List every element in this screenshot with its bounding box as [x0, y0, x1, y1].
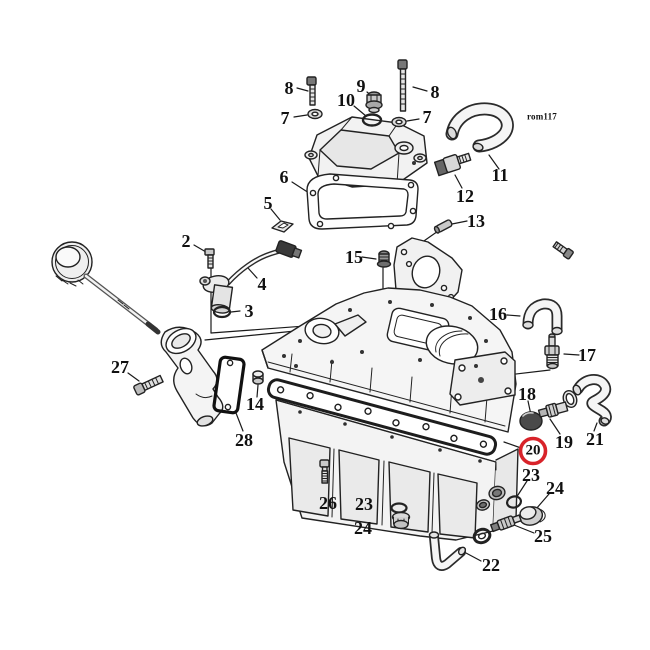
oil-pan-gasket-20: [266, 378, 498, 456]
hose-11: [445, 102, 514, 153]
highlight-ring-20: [518, 436, 548, 466]
part-label-8a: 8: [284, 78, 294, 98]
oil-pan: [275, 399, 519, 541]
part-label-4: 4: [257, 274, 267, 294]
gasket-6: [306, 173, 419, 230]
o-ring-10: [361, 113, 383, 127]
bolt-27: [133, 374, 164, 396]
part-label-7a: 7: [280, 108, 290, 128]
part-label-22: 22: [482, 555, 500, 575]
filler-spout: [160, 326, 224, 427]
part-label-7b: 7: [422, 107, 432, 127]
dipstick: [51, 241, 161, 335]
part-label-10: 10: [337, 90, 355, 110]
o-ring-23-right: [505, 495, 523, 509]
watermark-code: rom117: [526, 111, 558, 122]
bolt-8-left: [306, 76, 317, 106]
part-label-5: 5: [263, 193, 273, 213]
part-label-24a: 24: [354, 518, 372, 538]
part-label-20-highlighted: 20: [525, 442, 541, 459]
part-label-23a: 23: [355, 494, 373, 514]
washer-7-right: [391, 116, 407, 128]
part-label-21: 21: [586, 429, 604, 449]
part-label-15: 15: [345, 247, 363, 267]
bolt-26: [319, 459, 330, 484]
washer-7-left: [307, 108, 323, 120]
part-label-26: 26: [319, 493, 337, 513]
fitting-19: [537, 390, 578, 418]
part-label-2: 2: [181, 231, 191, 251]
crankcase: [261, 287, 517, 433]
clip-5: [271, 220, 294, 233]
hose-21: [572, 374, 612, 427]
part-label-9: 9: [356, 76, 366, 96]
part-label-13: 13: [467, 211, 485, 231]
plug-24-right: [518, 506, 546, 526]
part-label-24b: 24: [546, 478, 564, 498]
plug-24-left: [391, 511, 411, 530]
pipe-22: [428, 527, 492, 571]
part-label-18: 18: [518, 384, 536, 404]
part-label-16: 16: [489, 304, 507, 324]
bolt-8-right: [397, 59, 408, 112]
elbow-hose-16: [522, 298, 563, 336]
fitting-17: [544, 333, 560, 370]
bolt-2: [204, 248, 215, 269]
pin-13: [433, 219, 453, 234]
gasket-28: [212, 355, 246, 415]
part-label-3: 3: [244, 301, 254, 321]
o-ring-3: [212, 305, 232, 319]
part-label-11: 11: [491, 165, 509, 185]
part-label-6: 6: [279, 167, 289, 187]
banjo-fitting-25: [490, 514, 522, 533]
plug-14: [252, 370, 264, 385]
part-label-25: 25: [534, 526, 552, 546]
part-label-23b: 23: [522, 465, 540, 485]
part-label-8b: 8: [430, 82, 440, 102]
sensor-4: [199, 240, 303, 314]
part-label-12: 12: [456, 186, 474, 206]
part-label-27: 27: [111, 357, 129, 377]
part-label-19: 19: [555, 432, 573, 452]
part-label-14: 14: [246, 394, 264, 414]
rocker-cover: [304, 116, 428, 188]
breather-fitting-9: [365, 91, 383, 114]
part-label-28: 28: [235, 430, 253, 450]
part-label-17: 17: [578, 345, 596, 365]
plug-18: [519, 411, 543, 431]
stud: [552, 241, 574, 260]
elbow-fitting-12: [433, 152, 472, 177]
